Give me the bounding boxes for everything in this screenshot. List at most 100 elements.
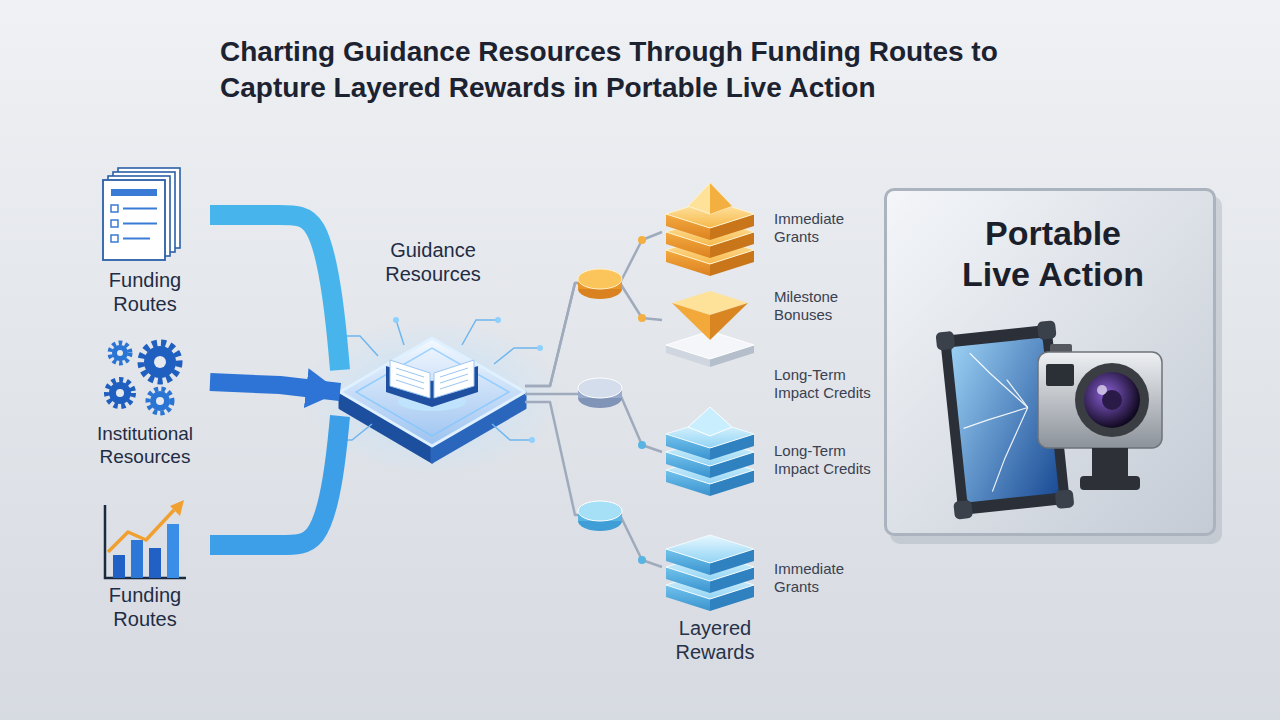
chart-icon (170, 500, 184, 516)
reward-pyramid (710, 303, 748, 340)
reward-stack: Immediate Grants (662, 175, 876, 275)
chart-icon (131, 540, 143, 578)
node-sublabel: Long-Term Impact Credits (774, 366, 876, 402)
connector-layer (210, 215, 662, 567)
chart-icon (149, 548, 161, 578)
node-label: Milestone Bonuses (774, 288, 876, 324)
gears-icon (154, 356, 166, 368)
document-icon (111, 189, 157, 196)
text-holder: Guidance Resources (378, 238, 488, 286)
reward-stack-gold (710, 183, 732, 214)
hub-platform (393, 317, 399, 323)
reward-pyramid (672, 303, 710, 340)
hub-platform (494, 348, 540, 364)
funding-source-node: Funding Routes (80, 495, 210, 635)
chart-icon (108, 510, 174, 552)
tablet-illustration (984, 407, 1036, 491)
diagram-title: Charting Guidance Resources Through Fund… (220, 34, 1060, 107)
document-icon (103, 168, 180, 260)
chart-icon (167, 524, 179, 578)
junction-disc (578, 501, 622, 531)
gears-icon (156, 397, 164, 405)
gears-icon (110, 343, 130, 363)
gears-icon (117, 350, 123, 356)
node-label: Portable Live Action (953, 213, 1153, 295)
gears-icon (107, 343, 179, 413)
funding-arrow (210, 382, 340, 392)
reward-stack-blue (666, 535, 754, 575)
tablet-illustration (1037, 320, 1057, 340)
funding-source-node: Funding Routes (80, 160, 210, 320)
junction-dot (638, 236, 646, 564)
book-icon (440, 380, 468, 389)
junction-dot (638, 556, 646, 564)
hub-platform (331, 317, 543, 443)
action-camera (1080, 476, 1140, 490)
hub-platform (340, 338, 525, 446)
node-label: Institutional Resources (80, 423, 210, 469)
action-camera (1084, 372, 1140, 428)
gears-icon (109, 382, 131, 404)
action-camera (1038, 352, 1162, 448)
node-label: Funding Routes (95, 583, 195, 631)
chart-icon (105, 505, 186, 578)
reward-link (525, 232, 662, 386)
junction-disc (578, 501, 622, 521)
junction-dot (638, 236, 646, 244)
document-icon (103, 180, 165, 260)
gears-icon (150, 391, 170, 411)
junction-disc (578, 378, 622, 398)
reward-stack-blue (666, 535, 754, 611)
hub-platform (529, 437, 535, 443)
tablet-illustration (1007, 378, 1028, 410)
hub-platform (396, 320, 404, 345)
reward-stack: Immediate Grants (662, 525, 876, 610)
reward-pyramid (666, 291, 754, 367)
title-holder: Charting Guidance Resources Through Fund… (220, 34, 1060, 107)
text-holder: Long-Term Impact Credits (774, 442, 876, 478)
gears-icon (141, 343, 179, 381)
tablet-illustration (935, 331, 955, 351)
hub-platform (462, 320, 498, 345)
junction-disc (578, 378, 622, 408)
book-icon (396, 368, 468, 389)
action-camera (1038, 344, 1162, 490)
action-camera (1092, 448, 1128, 476)
document-icon (111, 220, 118, 227)
action-camera (1097, 385, 1107, 395)
book-icon (390, 360, 430, 398)
gears-icon (112, 345, 128, 361)
gears-icon (148, 389, 172, 413)
tablet-illustration (1055, 489, 1075, 509)
reward-stack-gold (688, 183, 732, 214)
text-holder: Institutional Resources (80, 423, 210, 469)
gears-icon (116, 389, 124, 397)
reward-stack-blue (666, 407, 754, 496)
junction-disc (578, 269, 622, 289)
funding-band (210, 416, 340, 545)
document-icon (123, 238, 150, 240)
text-holder: Long-Term Impact Credits (774, 366, 876, 402)
node-label: Immediate Grants (774, 560, 876, 596)
node-label: Long-Term Impact Credits (774, 442, 876, 478)
panel-background (884, 188, 1216, 536)
reward-link (525, 402, 662, 567)
text-holder: Funding Routes (95, 268, 195, 316)
hub-platform (537, 345, 543, 351)
node-label: Funding Routes (95, 268, 195, 316)
chart-icon (113, 555, 125, 578)
tablet-illustration (956, 348, 1036, 494)
text-holder: Immediate Grants (774, 210, 876, 246)
hub-platform (495, 317, 501, 323)
hub-platform (356, 348, 509, 436)
document-icon (111, 235, 118, 242)
chart-icon (105, 500, 186, 578)
group-label: Layered Rewards (655, 616, 775, 664)
gears-icon (144, 346, 176, 378)
reward-stack: Long-Term Impact Credits (662, 405, 876, 500)
text-holder: Funding Routes (95, 583, 195, 631)
